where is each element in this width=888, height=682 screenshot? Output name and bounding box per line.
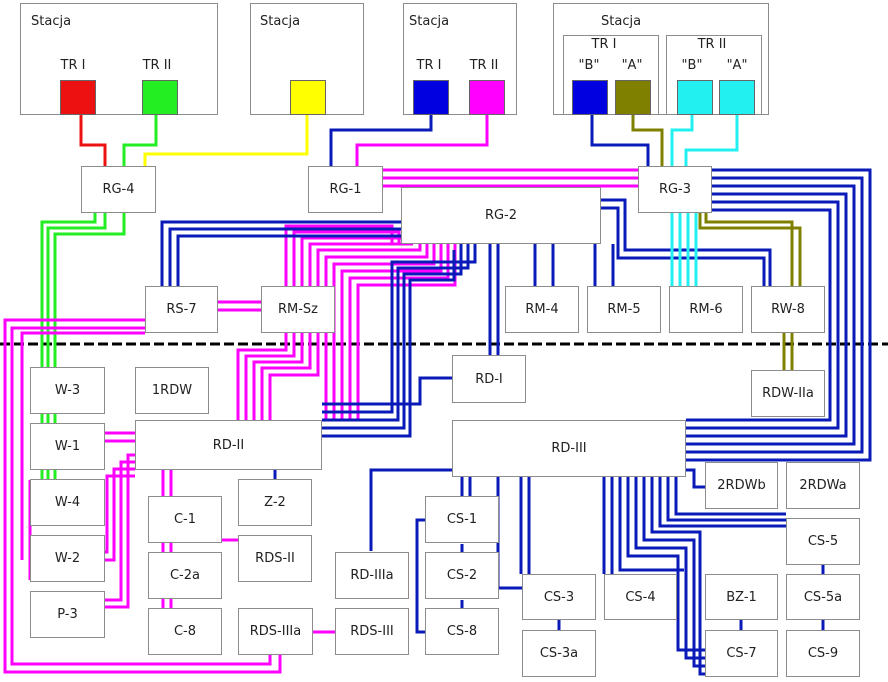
- station-4-b2-swatch: [677, 80, 713, 115]
- node-rdi: RD-I: [452, 355, 526, 403]
- olive-rw8: [698, 213, 802, 370]
- node-rdii: RD-II: [135, 420, 322, 470]
- node-rm6: RM-6: [669, 286, 743, 333]
- feeder-red: [79, 115, 107, 166]
- node-cs9: CS-9: [786, 630, 860, 677]
- node-cs7: CS-7: [705, 630, 778, 677]
- station-4-a2-label: "A": [726, 58, 748, 73]
- node-rg1: RG-1: [308, 166, 383, 213]
- station-1-tr2-swatch: [142, 80, 178, 115]
- feeder-blue-3: [590, 115, 650, 166]
- magenta-top: [383, 168, 638, 188]
- node-c1: C-1: [148, 496, 222, 543]
- station-4-group-tr1: [563, 35, 659, 115]
- feeder-yellow: [143, 115, 309, 166]
- node-1rdw: 1RDW: [135, 367, 209, 414]
- station-3-tr1-label: TR I: [416, 58, 442, 73]
- station-1-title: Stacja: [31, 14, 72, 29]
- node-cs2: CS-2: [425, 552, 499, 599]
- node-rds-iii: RDS-III: [335, 608, 409, 655]
- node-rd-iiia: RD-IIIa: [335, 552, 409, 599]
- station-1: [20, 3, 218, 115]
- node-rs7: RS-7: [145, 286, 218, 333]
- node-cs3a: CS-3a: [522, 630, 596, 677]
- feeder-blue-1: [329, 115, 433, 166]
- station-4-group-tr2-label: TR II: [697, 37, 727, 52]
- node-rg4: RG-4: [81, 166, 156, 213]
- station-3-title: Stacja: [409, 14, 450, 29]
- node-rds-iiia: RDS-IIIa: [238, 608, 313, 655]
- station-1-tr1-swatch: [60, 80, 96, 115]
- station-4-group-tr1-label: TR I: [591, 37, 617, 52]
- green-bundle: [40, 213, 126, 480]
- station-3-tr1-swatch: [413, 80, 449, 115]
- node-cs8: CS-8: [425, 608, 499, 655]
- station-4-b2-label: "B": [681, 58, 703, 73]
- station-1-tr2-label: TR II: [142, 58, 172, 73]
- station-4-title: Stacja: [601, 14, 642, 29]
- node-rmsz: RM-Sz: [261, 286, 335, 333]
- feeder-magenta-1: [355, 115, 489, 166]
- node-rg2: RG-2: [401, 187, 601, 244]
- station-4-b1-label: "B": [578, 58, 600, 73]
- station-3-tr2-swatch: [469, 80, 505, 115]
- node-rm5: RM-5: [587, 286, 661, 333]
- node-c8: C-8: [148, 608, 222, 655]
- node-cs3: CS-3: [522, 574, 596, 620]
- navy-bundle: [160, 168, 872, 676]
- station-2-title: Stacja: [260, 14, 301, 29]
- node-w1: W-1: [30, 423, 105, 470]
- node-cs1: CS-1: [425, 496, 499, 543]
- feeder-green: [122, 115, 158, 166]
- node-2rdwb: 2RDWb: [705, 462, 778, 509]
- node-rw8: RW-8: [751, 286, 825, 333]
- node-w2: W-2: [30, 535, 105, 582]
- node-2rdwa: 2RDWa: [786, 462, 860, 509]
- station-4-a1-swatch: [615, 80, 651, 115]
- node-z2: Z-2: [238, 479, 312, 526]
- node-cs5: CS-5: [786, 518, 860, 565]
- node-rg3: RG-3: [638, 166, 712, 213]
- node-c2a: C-2a: [148, 552, 222, 599]
- node-rds-ii: RDS-II: [238, 535, 312, 582]
- station-4-b1-swatch: [572, 80, 608, 115]
- node-rm4: RM-4: [505, 286, 579, 333]
- station-2-swatch: [290, 80, 326, 115]
- station-4-group-tr2: [666, 35, 762, 115]
- station-4-a2-swatch: [719, 80, 755, 115]
- station-1-tr1-label: TR I: [60, 58, 86, 73]
- node-w3: W-3: [30, 367, 105, 414]
- node-cs4: CS-4: [604, 574, 677, 620]
- node-p3: P-3: [30, 591, 105, 638]
- node-w4: W-4: [30, 479, 105, 526]
- rs7-rmsz: [218, 300, 261, 312]
- station-3-tr2-label: TR II: [469, 58, 499, 73]
- node-rdiii: RD-III: [452, 420, 686, 477]
- cyan-rm6: [670, 213, 698, 286]
- node-rdw-iia: RDW-IIa: [751, 370, 825, 417]
- station-4-a1-label: "A": [621, 58, 643, 73]
- node-cs5a: CS-5a: [786, 574, 860, 620]
- node-bz1: BZ-1: [705, 574, 778, 620]
- feeder-olive-3: [631, 115, 664, 166]
- magenta-outer: [3, 318, 282, 674]
- feeder-cyan-3: [670, 115, 739, 166]
